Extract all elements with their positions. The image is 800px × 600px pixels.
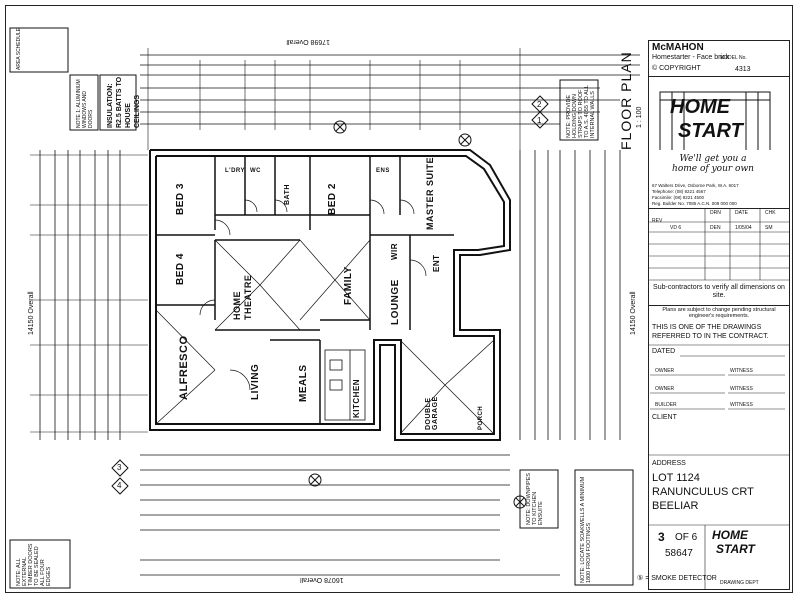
- divider: [648, 76, 790, 77]
- address-line: Facsimile: (08) 9221 4500: [652, 195, 705, 200]
- street-name: RANUNCULUS CRT: [652, 486, 754, 498]
- footer-logo-home: HOME: [712, 528, 748, 542]
- subcontract-note: Sub-contractors to verify all dimensions…: [653, 284, 785, 299]
- insulation-note: INSULATION: R2.5 BATTS TO HOUSE CEILINGS: [107, 76, 141, 128]
- drawing-sheet: [5, 5, 793, 593]
- owner-label: OWNER: [655, 386, 675, 392]
- rev-cell: VD 6: [670, 225, 682, 231]
- room-label-ldry: L'DRY: [225, 168, 246, 174]
- sheet-of: OF 6: [675, 532, 698, 543]
- note-5: NOTE: LOCATE SOAKWELLS A MINIMUM 1800 FR…: [580, 476, 592, 583]
- sheet-number: 3: [658, 530, 665, 544]
- logo-home: HOME: [670, 96, 730, 118]
- smoke-detector-legend: ⑤ = SMOKE DETECTOR: [637, 575, 717, 582]
- room-label-porch: PORCH: [478, 405, 484, 430]
- note-4: NOTE: DOWNPIPES TO KITCHEN ENSUITE: [526, 473, 544, 525]
- overall-dimension-left: 14150 Overall: [28, 291, 35, 335]
- marker-3: 3: [117, 463, 122, 472]
- room-label-living: LIVING: [250, 363, 261, 400]
- internal-walls: [156, 156, 454, 424]
- room-label-meals: MEALS: [298, 364, 309, 403]
- chk-header: CHK: [765, 210, 776, 216]
- address-line: Reg. Builder No. 7085 A.C.N. 009 000 000: [652, 201, 737, 206]
- rev-cell: 1/05/04: [735, 225, 752, 231]
- copyright: © COPYRIGHT: [652, 65, 701, 72]
- drawing-dept: DRAWING DEPT: [720, 580, 759, 586]
- ceiling-hip-lines: [155, 239, 495, 435]
- change-note: Plans are subject to change pending stru…: [662, 307, 776, 319]
- overall-dimension-right: 14150 Overall: [630, 291, 637, 335]
- note-2: NOTE: PROVIDE HOLDING DOWN STRAPS TO ROO…: [566, 85, 596, 138]
- right-dimension-lines: [519, 150, 621, 440]
- address-label: ADDRESS: [652, 460, 686, 467]
- marker-1: 1: [537, 116, 542, 125]
- marker-4: 4: [117, 481, 122, 490]
- date-header: DATE: [735, 210, 748, 216]
- witness-label: WITNESS: [730, 368, 753, 374]
- rev-header: REV: [652, 218, 663, 224]
- area-schedule-note: AREA SCHEDULE: [16, 28, 22, 70]
- lot-number: LOT 1124: [652, 472, 700, 484]
- marker-2: 2: [537, 100, 542, 109]
- external-walls: [149, 149, 511, 441]
- address-line: Telephone: (08) 9221 4567: [652, 189, 706, 194]
- logo-start: START: [678, 120, 743, 142]
- overall-dimension-bottom: 16078 Overall: [300, 576, 344, 583]
- room-label-lounge: LOUNGE: [390, 279, 401, 325]
- model-number: 4313: [735, 66, 751, 73]
- plan-scale: 1 : 100: [636, 106, 643, 128]
- rev-cell: SM: [765, 225, 773, 231]
- room-label-ent: ENT: [432, 254, 441, 273]
- room-label-wir: WIR: [390, 242, 399, 260]
- address-line: 67 Walters Drive, Osborne Park, W.A. 601…: [652, 183, 739, 188]
- title-block: [648, 40, 790, 590]
- room-label-alfresco: ALFRESCO: [178, 335, 190, 401]
- builder-label: BUILDER: [655, 402, 677, 408]
- note-1: NOTE 1: ALUMINIUM WINDOWS AND DOORS: [76, 79, 94, 128]
- note-boxes: [9, 27, 634, 589]
- room-label-bed-4: BED 4: [175, 253, 186, 285]
- footer-logo-start: START: [716, 542, 755, 556]
- owner-label: OWNER: [655, 368, 675, 374]
- room-label-bed-2: BED 2: [327, 183, 338, 215]
- suburb-name: BEELIAR: [652, 500, 699, 512]
- room-label-family: FAMILY: [343, 266, 354, 305]
- room-label-home-theatre: HOME THEATRE: [232, 274, 253, 320]
- contract-note: THIS IS ONE OF THE DRAWINGS REFERRED TO …: [652, 324, 769, 340]
- dated-label: DATED: [652, 348, 676, 355]
- rev-cell: DEN: [710, 225, 721, 231]
- job-number: 58647: [665, 548, 693, 559]
- section-markers: [111, 95, 549, 509]
- witness-label: WITNESS: [730, 402, 753, 408]
- door-swings: [199, 199, 427, 391]
- top-dimension-ticks: [147, 48, 521, 150]
- room-label-double-garage: DOUBLE GARAGE: [425, 396, 439, 430]
- overall-dimension-top: 17698 Overall: [286, 38, 330, 45]
- room-label-kitchen: KITCHEN: [352, 378, 361, 418]
- room-label-bath: BATH: [284, 184, 291, 205]
- room-label-master-suite: MASTER SUITE: [425, 156, 435, 230]
- room-label-wc: WC: [250, 168, 261, 174]
- room-label-ens: ENS: [376, 168, 390, 174]
- room-label-bed-3: BED 3: [175, 183, 186, 215]
- plan-title: FLOOR PLAN: [618, 51, 634, 150]
- slogan: We'll get you a home of your own: [672, 154, 754, 174]
- design-name: Homestarter - Face brick: [652, 54, 730, 61]
- client-name: McMAHON: [652, 42, 704, 53]
- left-dimension-ticks: [30, 154, 148, 433]
- top-dimension-lines: [140, 54, 640, 125]
- divider: [648, 305, 790, 306]
- note-3: NOTE: ALL EXTERNAL TIMBER DOORS TO BE SE…: [16, 543, 52, 586]
- witness-label: WITNESS: [730, 386, 753, 392]
- drn-header: DRN: [710, 210, 721, 216]
- kitchen-fittings: [324, 349, 366, 421]
- client-label: CLIENT: [652, 414, 677, 421]
- divider: [648, 208, 790, 209]
- model-label: MODEL No.: [720, 55, 747, 61]
- builder-address: 67 Walters Drive, Osborne Park, W.A. 601…: [652, 183, 786, 207]
- bottom-dimension-lines: [140, 454, 560, 576]
- left-dimension-lines: [39, 150, 121, 440]
